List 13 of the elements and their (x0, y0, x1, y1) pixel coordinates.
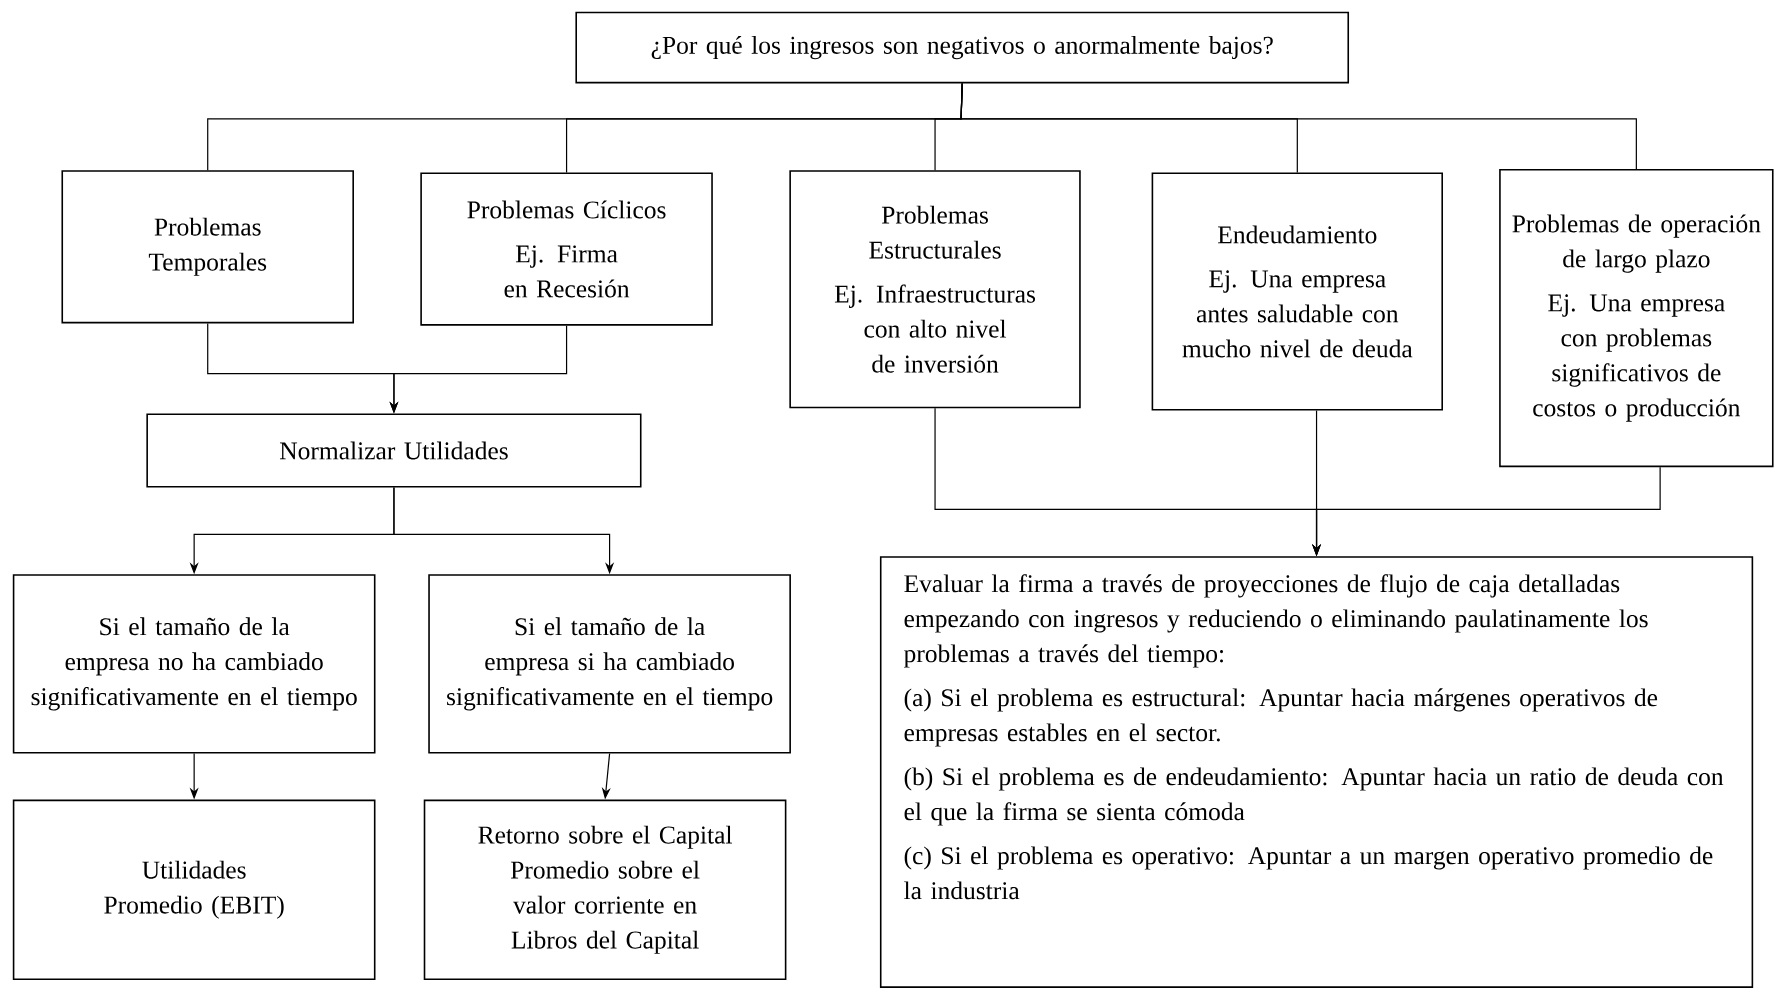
process-box: Si el tamaño de la empresa no ha cambiado significativamente en el tiempo (12, 574, 376, 754)
process-box: Normalizar Utilidades (146, 413, 642, 488)
process-box: Problemas Cíclicos Ej. Firma en Recesión (420, 172, 713, 326)
text-box: Evaluar la firma a través de proyecciones de flujo de caja detalladas empezando con ingresos y reduciendo o eliminando paulatinamente los problemas a través del tiempo: (a) Si el problema es estructural: Apuntar hacia márgenes operativos de empresas estables en el sector. (b) Si el problema es de endeudamiento: Apuntar hacia un ratio de deuda con el que la firma se sienta cómoda (c) Si el problema es operativo: Apuntar a un margen operativo promedio de la industria (879, 555, 1754, 988)
process-box: ¿Por qué los ingresos son negativos o anormalmente bajos? (575, 11, 1350, 84)
process-box: Problemas Estructurales Ej. Infraestructuras con alto nivel de inversión (789, 169, 1081, 409)
process-box: Utilidades Promedio (EBIT) (12, 799, 376, 980)
process-box: Problemas de operación de largo plazo Ej. Una empresa con problemas significativos de costos o producción (1499, 168, 1774, 467)
connector (960, 82, 1637, 170)
process-box: Problemas Temporales (61, 169, 354, 324)
process-box: Si el tamaño de la empresa si ha cambiado significativamente en el tiempo (428, 574, 791, 754)
process-box: Endeudamiento Ej. Una empresa antes saludable con mucho nivel de deuda (1151, 172, 1443, 411)
process-box: Retorno sobre el Capital Promedio sobre el valor corriente en Libros del Capital (423, 799, 787, 980)
